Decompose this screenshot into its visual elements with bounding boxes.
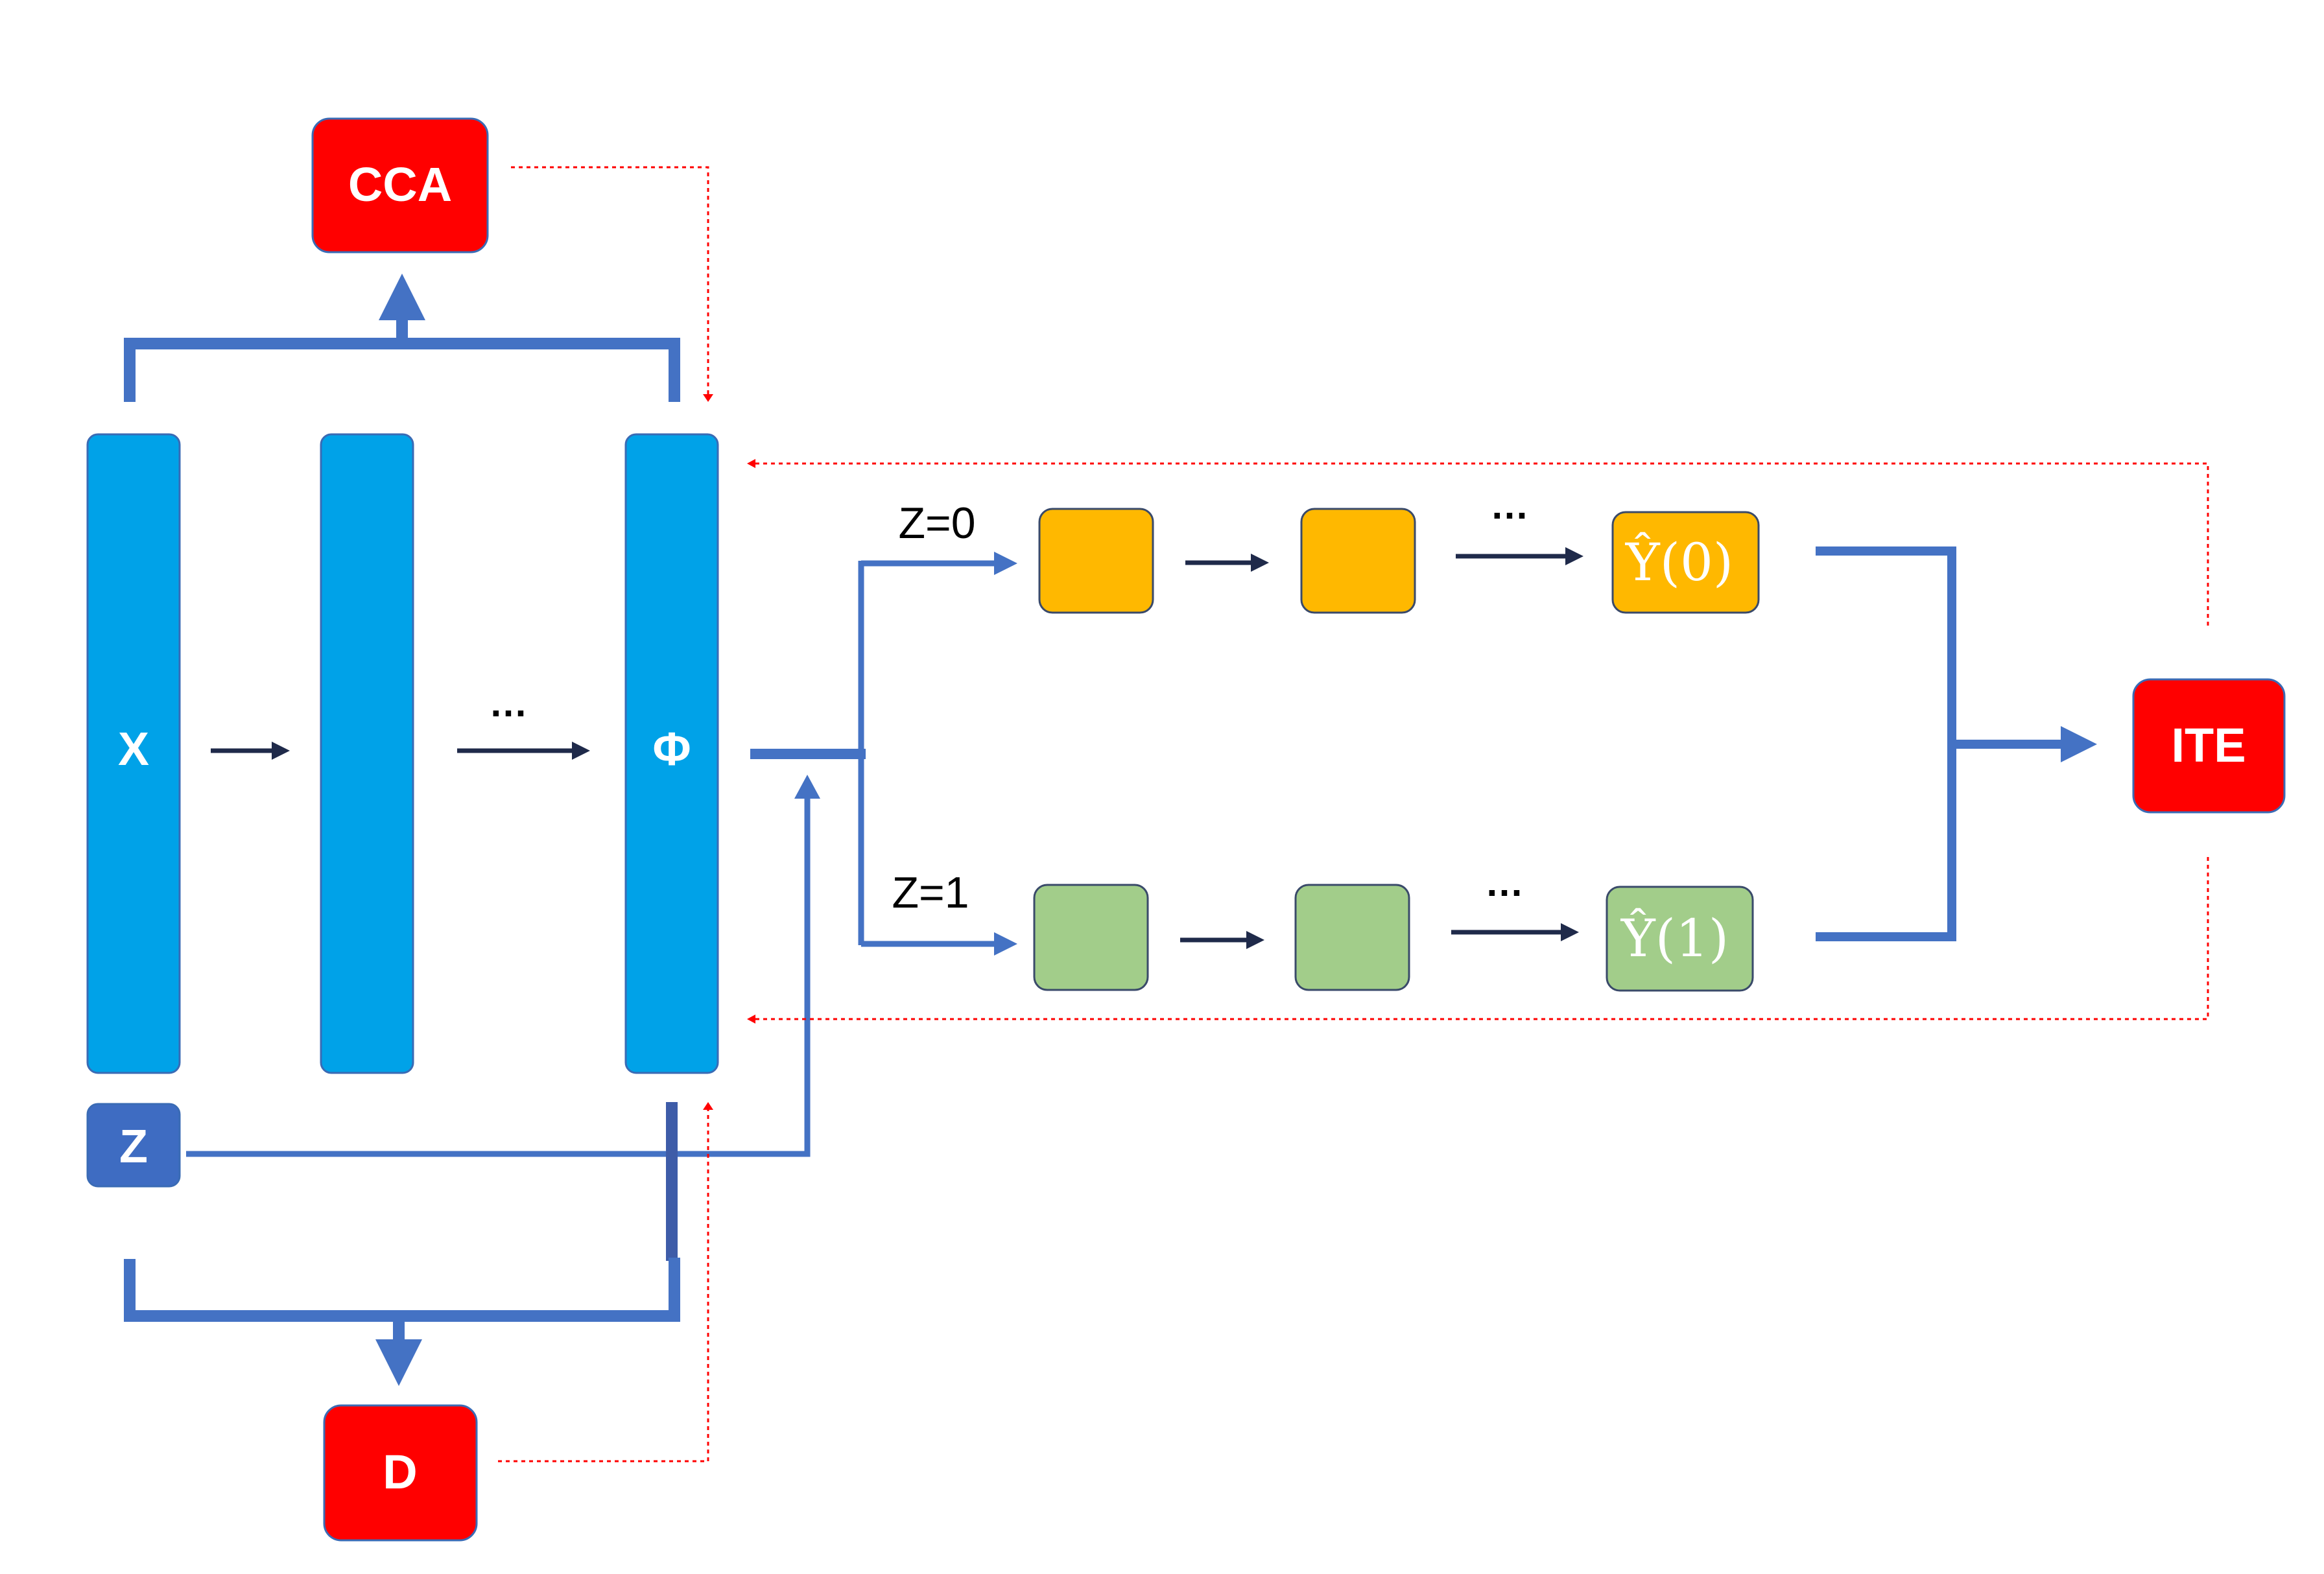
bracket-to-d — [124, 1258, 680, 1322]
z1-label: Z=1 — [892, 868, 969, 917]
z0-layer-2 — [1300, 508, 1416, 614]
ite-feedback-bottom-dotted — [752, 857, 2209, 1020]
ite-feedback-top-arrowhead — [747, 459, 755, 468]
ite-box — [2132, 678, 2286, 814]
ellipsis-z1: … — [1485, 861, 1524, 904]
y0-label: Ŷ(0) — [1625, 532, 1733, 593]
ite-feedback-bottom-arrowhead — [747, 1015, 755, 1024]
cca-feedback-dotted — [511, 166, 709, 399]
layer-hidden — [320, 433, 414, 1074]
ellipsis-z0: … — [1490, 484, 1529, 527]
cca-box — [311, 117, 489, 253]
z0-layer-1 — [1038, 508, 1154, 614]
cca-feedback-arrowhead — [703, 394, 713, 402]
bracket-to-cca — [124, 338, 680, 402]
layer-x — [86, 433, 181, 1074]
z-box — [86, 1103, 181, 1188]
d-feedback-arrowhead — [703, 1102, 713, 1110]
y1-label: Ŷ(1) — [1620, 908, 1729, 969]
z1-layer-1 — [1033, 884, 1149, 991]
z1-layer-2 — [1294, 884, 1410, 991]
ellipsis-representation: … — [489, 681, 528, 725]
d-label: D — [383, 1445, 417, 1499]
phi-label: Φ — [652, 723, 691, 775]
ite-label: ITE — [2171, 718, 2246, 772]
d-box — [323, 1404, 478, 1542]
layer-phi — [624, 433, 719, 1074]
z0-label: Z=0 — [898, 499, 975, 548]
cca-label: CCA — [348, 158, 452, 211]
z-to-heads-path — [186, 797, 811, 1157]
x-label: X — [118, 723, 149, 775]
y1-box — [1606, 886, 1754, 992]
z-label: Z — [119, 1121, 148, 1173]
y0-box — [1611, 511, 1760, 614]
z-to-heads-arrowhead — [794, 775, 820, 799]
y0-to-ite-line — [1816, 546, 1956, 941]
d-feedback-dotted — [498, 1105, 709, 1462]
